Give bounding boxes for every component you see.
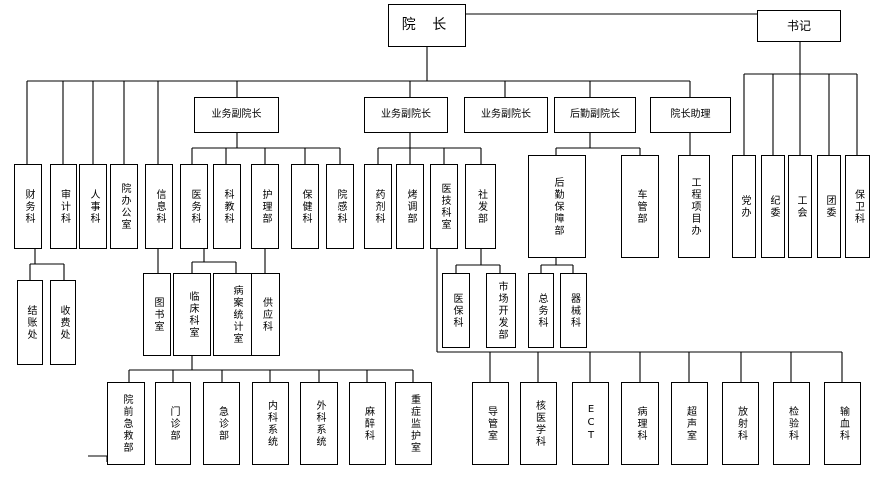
node-clinical: 临床科室 (173, 273, 211, 356)
node-emergency: 急诊部 (203, 382, 240, 465)
node-admin-office: 院办公室 (110, 164, 138, 249)
node-president: 院 长 (388, 4, 466, 47)
node-finance: 财务科 (14, 164, 42, 249)
node-ect: ECT (572, 382, 609, 465)
node-equipment: 器械科 (560, 273, 587, 348)
node-blood-transfusion: 输血科 (824, 382, 861, 465)
node-supply: 供应科 (251, 273, 280, 356)
node-dispatch: 烤调部 (396, 164, 424, 249)
node-internal-medicine: 内科系统 (252, 382, 289, 465)
node-labor-union: 工会 (788, 155, 812, 258)
node-prehospital-emergency: 院前急救部 (107, 382, 145, 465)
node-library: 图书室 (143, 273, 171, 356)
node-anesthesiology: 麻醉科 (349, 382, 386, 465)
node-ultrasound: 超声室 (671, 382, 708, 465)
node-social-dev: 社发部 (465, 164, 496, 249)
node-catheter-room: 导管室 (472, 382, 509, 465)
node-hr: 人事科 (79, 164, 107, 249)
node-audit: 审计科 (50, 164, 77, 249)
node-health-care: 保健科 (291, 164, 319, 249)
node-information: 信息科 (145, 164, 173, 249)
node-general-affairs: 总务科 (528, 273, 554, 348)
node-logistics-vp: 后勤副院长 (554, 97, 636, 133)
node-science-education: 科教科 (213, 164, 241, 249)
node-business-vp-3: 业务副院长 (464, 97, 548, 133)
node-business-vp-1: 业务副院长 (194, 97, 279, 133)
node-pharmacy: 药剂科 (364, 164, 392, 249)
node-market-dev: 市场开发部 (486, 273, 516, 348)
node-medical-tech: 医技科室 (430, 164, 458, 249)
node-surgery: 外科系统 (300, 382, 338, 465)
node-pathology: 病理科 (621, 382, 659, 465)
node-business-vp-2: 业务副院长 (364, 97, 448, 133)
node-nuclear-medicine: 核医学科 (520, 382, 557, 465)
node-security: 保卫科 (845, 155, 870, 258)
node-medical-affairs: 医务科 (180, 164, 208, 249)
node-party-office: 党办 (732, 155, 756, 258)
node-secretary: 书记 (757, 10, 841, 42)
node-president-assistant: 院长助理 (650, 97, 731, 133)
node-outpatient: 门诊部 (155, 382, 191, 465)
node-discipline-committee: 纪委 (761, 155, 785, 258)
node-vehicle-management: 车管部 (621, 155, 659, 258)
node-logistics-support: 后勤保障部 (528, 155, 586, 258)
node-medical-insurance: 医保科 (442, 273, 470, 348)
node-settlement: 结账处 (17, 280, 43, 365)
node-icu: 重症监护室 (395, 382, 432, 465)
node-cashier: 收费处 (50, 280, 76, 365)
node-radiology: 放射科 (722, 382, 759, 465)
node-infection-control: 院感科 (326, 164, 354, 249)
node-nursing: 护理部 (251, 164, 279, 249)
node-laboratory: 检验科 (773, 382, 810, 465)
node-engineering-office: 工程项目办 (678, 155, 710, 258)
node-youth-league: 团委 (817, 155, 841, 258)
